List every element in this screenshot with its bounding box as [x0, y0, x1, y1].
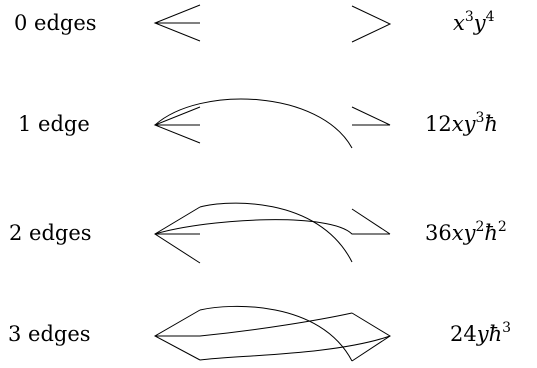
- term-part: ħ: [484, 221, 498, 245]
- term-part: 3: [465, 9, 474, 25]
- edge-1a: [154, 98, 353, 149]
- right-vertex-3: [351, 312, 391, 362]
- right-vertex-0: [351, 5, 392, 43]
- term-part: xy: [452, 112, 477, 136]
- term-part: 3: [502, 320, 511, 336]
- term-part: y: [473, 11, 487, 35]
- row-label-0: 0 edges: [14, 11, 97, 35]
- row-label-3: 3 edges: [8, 322, 91, 346]
- row-3: 3 edges 24yħ3: [8, 305, 511, 362]
- row-term-1: 12xy3ħ: [425, 110, 498, 136]
- edge-3c: [199, 312, 353, 337]
- row-term-0: x3y4: [453, 9, 495, 35]
- term-part: 24: [450, 322, 477, 346]
- right-vertex-2: [351, 208, 391, 235]
- term-part: 4: [486, 9, 495, 25]
- edge-2a: [199, 202, 353, 263]
- term-part: 2: [498, 219, 507, 235]
- edge-2b: [154, 219, 390, 235]
- row-label-1: 1 edge: [18, 112, 90, 136]
- edge-3a: [199, 305, 353, 362]
- term-part: 36: [425, 221, 452, 245]
- term-part: ħ: [484, 112, 498, 136]
- term-part: x: [453, 11, 465, 35]
- diagram-0: [153, 4, 392, 43]
- diagram-1: [153, 98, 391, 149]
- row-2: 2 edges 36xy2ħ2: [9, 202, 507, 264]
- term-part: y: [476, 322, 490, 346]
- term-part: 3: [475, 110, 484, 126]
- diagram-2: [154, 202, 391, 264]
- right-vertex-1: [351, 106, 391, 126]
- left-vertex-3: [153, 309, 201, 361]
- row-0: 0 edges x3y4: [14, 4, 495, 43]
- edge-3b: [199, 335, 391, 361]
- row-1: 1 edge 12xy3ħ: [18, 98, 498, 149]
- term-part: 2: [475, 219, 484, 235]
- term-part: xy: [452, 221, 477, 245]
- term-part: 12: [425, 112, 452, 136]
- left-vertex-0: [153, 4, 201, 42]
- row-term-2: 36xy2ħ2: [425, 219, 507, 245]
- term-part: ħ: [489, 322, 503, 346]
- row-term-3: 24yħ3: [450, 320, 511, 346]
- left-vertex-1: [153, 106, 201, 144]
- row-label-2: 2 edges: [9, 221, 92, 245]
- left-vertex-2: [154, 206, 201, 264]
- diagram-3: [153, 305, 391, 362]
